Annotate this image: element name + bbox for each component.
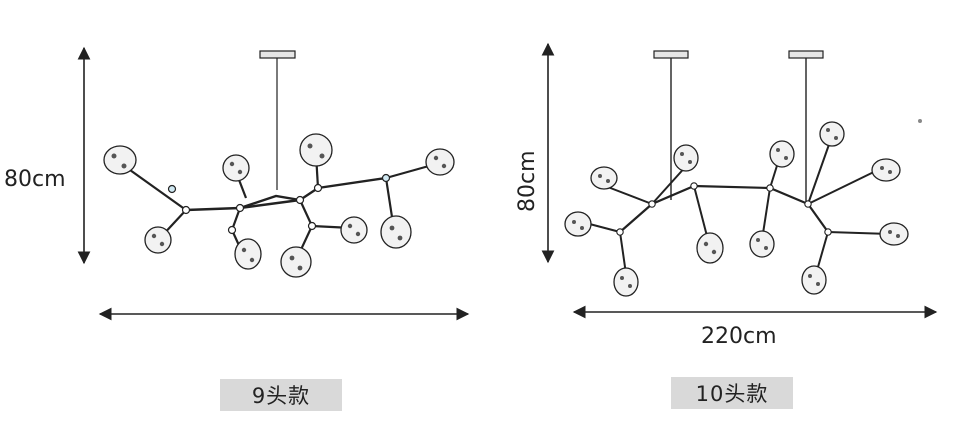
ceiling-canopy — [259, 50, 296, 59]
ceiling-canopy-right — [788, 50, 824, 59]
right-width-label: 220cm — [701, 324, 777, 349]
ceiling-canopy-left — [653, 50, 689, 59]
globe-openings — [111, 143, 447, 271]
right-height-label: 80cm — [515, 150, 540, 212]
corner-dot — [918, 119, 922, 123]
globe-openings — [572, 128, 900, 288]
nine-head-caption: 9头款 — [220, 379, 342, 411]
nine-head-chandelier-drawing — [103, 50, 455, 278]
left-height-label: 80cm — [4, 167, 66, 192]
ten-head-chandelier-drawing — [564, 50, 909, 297]
ten-head-caption: 10头款 — [671, 377, 793, 409]
main-branch — [619, 184, 829, 233]
glass-globes — [103, 133, 455, 278]
glass-globes — [564, 121, 909, 297]
main-branch — [185, 176, 387, 212]
